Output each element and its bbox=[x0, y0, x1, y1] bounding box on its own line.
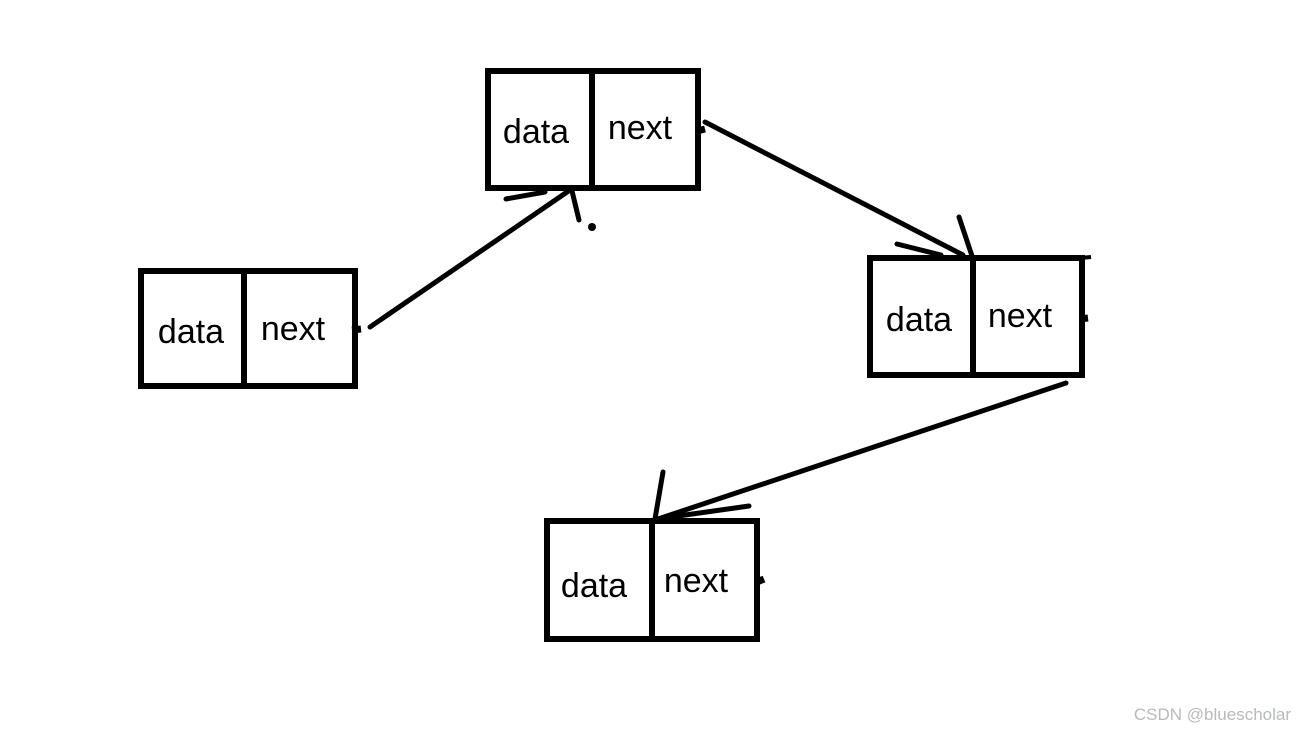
arrow-node2-to-node3 bbox=[702, 119, 975, 259]
arrowhead-stroke bbox=[668, 503, 752, 520]
arrowhead-stroke bbox=[503, 189, 548, 202]
arrowhead-stroke bbox=[894, 241, 944, 258]
arrowhead-stroke bbox=[652, 469, 666, 522]
stray-dot bbox=[588, 223, 596, 231]
node-4-next-label: next bbox=[664, 562, 729, 600]
node-2-next-pointer-tick bbox=[696, 125, 706, 135]
node-4-next-pointer-tick bbox=[755, 575, 766, 586]
node-4-data-label: data bbox=[561, 567, 627, 605]
node-2-next-label: next bbox=[608, 109, 673, 147]
arrow-node3-to-node4 bbox=[652, 380, 1069, 522]
node-1: data next bbox=[138, 268, 362, 389]
node-3: data next bbox=[867, 255, 1092, 378]
node-3-data-label: data bbox=[886, 301, 952, 339]
node-1-data-label: data bbox=[158, 313, 224, 351]
arrowhead-stroke bbox=[569, 188, 582, 223]
arrow-node1-to-node2 bbox=[367, 187, 596, 330]
node-1-next-label: next bbox=[261, 310, 326, 348]
node-2: data next bbox=[485, 68, 706, 191]
node-3-top-edge-overshoot bbox=[1079, 255, 1092, 260]
watermark-text: CSDN @bluescholar bbox=[1134, 705, 1291, 724]
node-3-next-label: next bbox=[988, 297, 1053, 335]
node-3-next-pointer-tick bbox=[1079, 314, 1089, 323]
arrow-line bbox=[367, 187, 573, 330]
node-2-data-label: data bbox=[503, 113, 569, 151]
arrowhead-stroke bbox=[956, 214, 975, 259]
arrow-line bbox=[702, 119, 966, 258]
arrow-line bbox=[655, 380, 1069, 522]
node-4: data next bbox=[544, 518, 766, 642]
node-1-box bbox=[138, 268, 358, 389]
node-1-next-pointer-tick bbox=[351, 325, 362, 334]
